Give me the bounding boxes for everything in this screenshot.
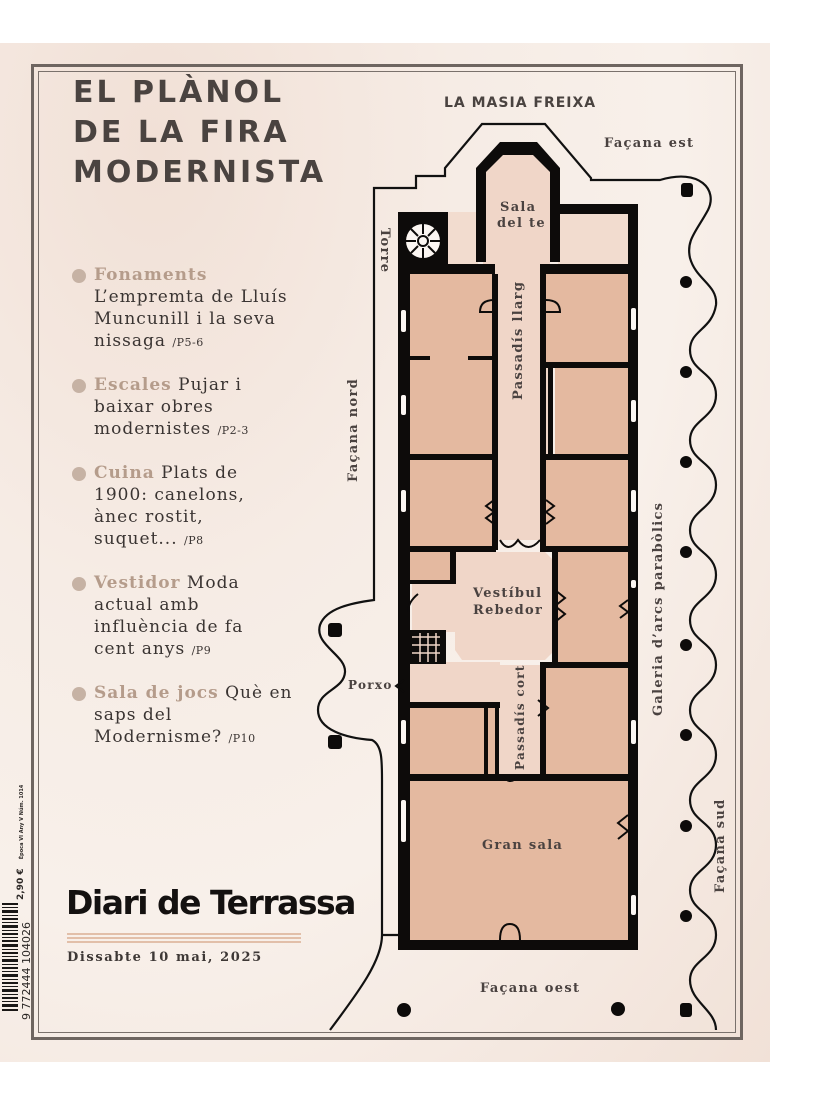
bullet-icon xyxy=(72,467,86,481)
newspaper-cover xyxy=(0,43,770,1062)
contents-item-escales[interactable]: Escales Pujar i baixar obres modernistes… xyxy=(72,374,264,442)
label-galeria: Galeria d’arcs parabòlics xyxy=(651,502,666,716)
bullet-icon xyxy=(72,577,86,591)
item-kicker: Fonaments xyxy=(94,265,208,285)
label-facana-est: Façana est xyxy=(604,136,694,151)
item-page-ref: /P8 xyxy=(184,534,204,547)
item-page-ref: /P5-6 xyxy=(172,336,204,349)
doors xyxy=(394,299,630,941)
contents-item-fonaments[interactable]: Fonaments L’empremta de Lluís Muncunill … xyxy=(72,264,314,354)
masthead-logo: Diari de Terrassa xyxy=(66,883,356,922)
cover-frame-inner xyxy=(38,71,736,1033)
contents-list: Fonaments L’empremta de Lluís Muncunill … xyxy=(72,264,312,770)
contents-item-sala-de-jocs[interactable]: Sala de jocs Què en saps del Modernisme?… xyxy=(72,682,294,750)
label-sala-te-1: Sala xyxy=(500,200,536,215)
item-page-ref: /P10 xyxy=(228,732,256,745)
title-line-3: MODERNISTA xyxy=(73,155,327,190)
columns xyxy=(328,183,693,1017)
title-line-1: EL PLÀNOL xyxy=(73,75,285,110)
item-page-ref: /P9 xyxy=(191,644,212,657)
contents-item-cuina[interactable]: Cuina Plats de 1900: canelons, ànec rost… xyxy=(72,462,274,552)
label-passadis-cort: Passadís cort xyxy=(513,664,527,770)
label-porxo: Porxo xyxy=(348,678,393,692)
label-facana-oest: Façana oest xyxy=(480,981,580,996)
cover-frame-outer xyxy=(31,64,743,1040)
item-text: L’empremta de Lluís Muncunill i la seva … xyxy=(94,287,288,351)
spine-info: 2,90 € Època VI Any V Núm. 1014 xyxy=(16,785,26,900)
price: 2,90 € xyxy=(16,868,26,900)
item-kicker: Escales xyxy=(94,375,172,395)
bullet-icon xyxy=(72,379,86,393)
item-page-ref: /P2-3 xyxy=(217,424,249,437)
stairs-icon xyxy=(412,633,440,662)
tower-icon xyxy=(406,224,440,258)
label-facana-nord: Façana nord xyxy=(346,378,361,482)
bullet-icon xyxy=(72,687,86,701)
label-torre: Torre xyxy=(377,228,392,273)
label-passadis-llarg: Passadís llarg xyxy=(511,281,526,400)
item-kicker: Cuina xyxy=(94,463,155,483)
bullet-icon xyxy=(72,269,86,283)
item-text: Moda actual amb influència de fa cent an… xyxy=(94,573,244,659)
item-text: Plats de 1900: canelons, ànec rostit, su… xyxy=(94,463,245,549)
item-text: Què en saps del Modernisme? xyxy=(94,683,293,747)
contents-item-vestidor[interactable]: Vestidor Moda actual amb influència de f… xyxy=(72,572,274,662)
masthead-rules xyxy=(67,933,301,943)
item-kicker: Sala de jocs xyxy=(94,683,219,703)
title-line-2: DE LA FIRA xyxy=(73,115,290,150)
issue-details: Època VI Any V Núm. 1014 xyxy=(19,784,25,860)
item-kicker: Vestidor xyxy=(94,573,181,593)
label-rebedor: Rebedor xyxy=(473,603,543,618)
cover-title: EL PLÀNOL DE LA FIRA MODERNISTA xyxy=(73,73,326,193)
barcode-number: 9 772444 104026 xyxy=(20,922,33,1020)
item-text: Pujar i baixar obres modernistes xyxy=(94,375,242,439)
label-sala-te-2: del te xyxy=(497,216,546,231)
label-gran-sala: Gran sala xyxy=(482,838,563,853)
windows xyxy=(401,308,636,915)
map-title: LA MASIA FREIXA xyxy=(444,95,596,111)
issue-date: Dissabte 10 mai, 2025 xyxy=(67,950,263,965)
barcode-icon xyxy=(2,903,18,1011)
rooms xyxy=(405,150,630,940)
label-vestibul: Vestíbul xyxy=(472,586,542,601)
label-facana-sud: Façana sud xyxy=(713,798,728,893)
